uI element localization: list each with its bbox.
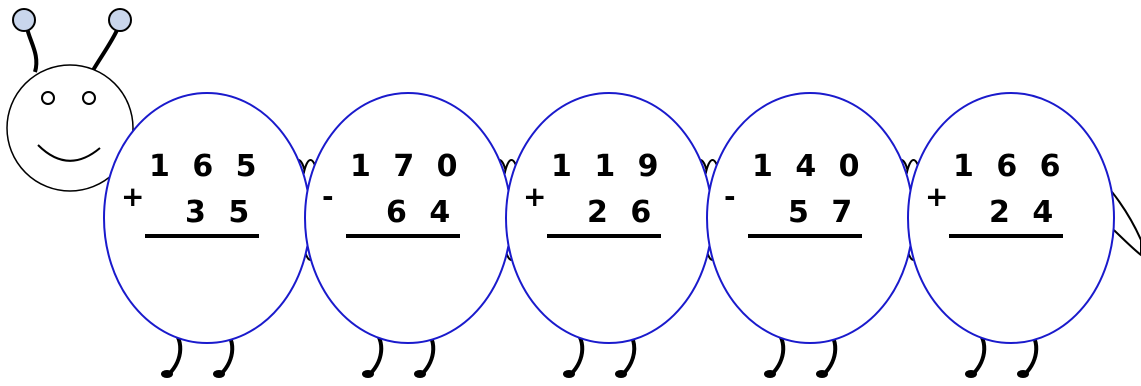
body-segment: 1 6 5+3 5 [103, 92, 311, 378]
foot [362, 370, 374, 378]
foot [965, 370, 977, 378]
operator-sign: - [724, 180, 736, 213]
operator-sign: - [322, 180, 334, 213]
bottom-number: 5 7 [788, 195, 858, 230]
antenna-left [25, 27, 39, 73]
foot [414, 370, 426, 378]
bottom-number: 3 5 [185, 195, 255, 230]
foot [213, 370, 225, 378]
foot [161, 370, 173, 378]
bottom-number: 6 4 [386, 195, 456, 230]
body-segment: 1 4 0- 5 7 [706, 92, 914, 378]
top-number: 1 4 0 [752, 149, 866, 184]
operator-sign: + [523, 180, 546, 213]
eye-left [41, 91, 55, 105]
top-number: 1 7 0 [350, 149, 464, 184]
operator-sign: + [925, 180, 948, 213]
body-segment: 1 1 9+2 6 [505, 92, 713, 378]
operator-sign: + [121, 180, 144, 213]
antenna-tip-right [108, 8, 132, 32]
bottom-number: 2 6 [587, 195, 657, 230]
top-number: 1 6 6 [953, 149, 1067, 184]
body-segment: 1 6 6+2 4 [907, 92, 1115, 378]
foot [563, 370, 575, 378]
caterpillar-body: 1 6 5+3 51 7 0-6 41 1 9+2 61 4 0-5 71 6 … [103, 92, 1115, 378]
eye-right [82, 91, 96, 105]
foot [1017, 370, 1029, 378]
foot [764, 370, 776, 378]
body-segment: 1 7 0- 6 4 [304, 92, 512, 378]
head-circle [6, 64, 134, 192]
caterpillar-head [6, 8, 134, 192]
top-number: 1 1 9 [551, 149, 665, 184]
segment-oval [907, 92, 1115, 344]
antenna-right [90, 27, 120, 73]
antenna-tip-left [12, 8, 36, 32]
bottom-number: 2 4 [989, 195, 1059, 230]
foot [615, 370, 627, 378]
top-number: 1 6 5 [149, 149, 263, 184]
foot [816, 370, 828, 378]
smile [37, 144, 101, 162]
